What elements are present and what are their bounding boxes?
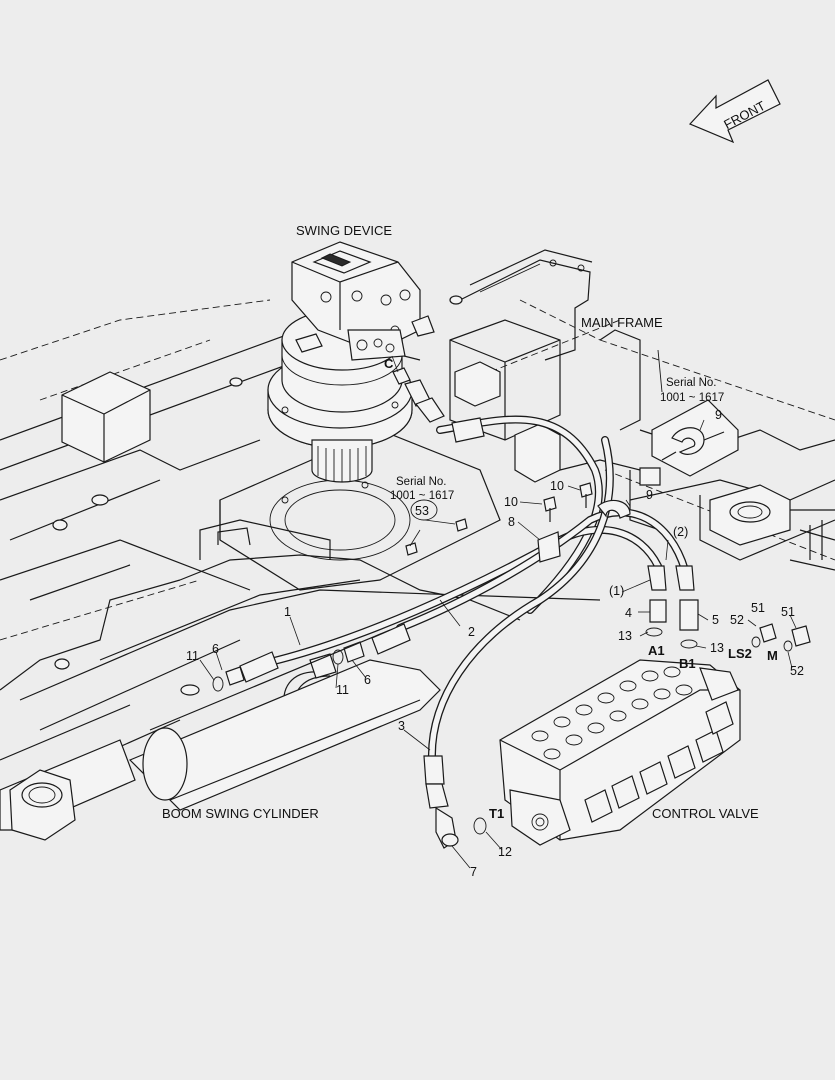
- port-label-t1: T1: [489, 806, 504, 821]
- callout-52-left: 52: [730, 613, 744, 627]
- callout-8: 8: [508, 515, 515, 529]
- callout-51-left: 51: [751, 601, 765, 615]
- serial-note-lower-line1: Serial No.: [396, 476, 447, 488]
- callout-11-left: 11: [186, 649, 199, 663]
- callout-53-circle: [410, 499, 438, 521]
- clamp-detail-inset: [651, 349, 739, 477]
- boom-swing-cylinder-title: BOOM SWING CYLINDER: [162, 806, 319, 821]
- callout-1: 1: [284, 605, 291, 619]
- main-frame: [0, 249, 835, 761]
- swing-device-title: SWING DEVICE: [296, 223, 392, 238]
- callout-53: 53: [415, 504, 429, 518]
- front-direction-arrow: FRONT: [688, 79, 781, 144]
- callout-10-right: 10: [550, 479, 564, 493]
- serial-note-lower-line2: 1001 ~ 1617: [390, 490, 454, 502]
- swing-device: [267, 241, 445, 483]
- boom-swing-cylinder: [0, 629, 441, 841]
- callout-6-left: 6: [212, 642, 219, 656]
- callout-10-left: 10: [504, 495, 518, 509]
- main-frame-title: MAIN FRAME: [581, 315, 663, 330]
- port-label-m: M: [767, 648, 778, 663]
- callout-9-frame: 9: [646, 488, 653, 502]
- port-label-a1: A1: [648, 643, 665, 658]
- callout-5: 5: [712, 613, 719, 627]
- callout-52-right: 52: [790, 664, 804, 678]
- callout-11-right: 11: [336, 683, 349, 697]
- leader-lines: [199, 355, 797, 869]
- callout-9-inset: 9: [715, 408, 722, 422]
- port-label-c: C: [384, 356, 394, 371]
- serial-note-upper-line2: 1001 ~ 1617: [660, 392, 724, 404]
- callout-51-right: 51: [781, 605, 795, 619]
- reference-1: (1): [609, 584, 624, 598]
- control-valve: [499, 623, 811, 846]
- callout-12: 12: [498, 845, 512, 859]
- reference-2: (2): [673, 525, 688, 539]
- callout-2: 2: [468, 625, 475, 639]
- callout-13-right: 13: [710, 641, 724, 655]
- callout-13-left: 13: [618, 629, 632, 643]
- control-valve-title: CONTROL VALVE: [652, 806, 759, 821]
- part-callouts: 1 2 3 4 5 6 6 7 8 9 9 10 10 11 11 12 13 …: [186, 408, 804, 879]
- port-label-b1: B1: [679, 656, 696, 671]
- callout-3: 3: [398, 719, 405, 733]
- callout-6-right: 6: [364, 673, 371, 687]
- hoses: [212, 415, 699, 849]
- port-label-ls2: LS2: [728, 646, 752, 661]
- callout-7: 7: [470, 865, 477, 879]
- serial-note-upper-line1: Serial No.: [666, 377, 717, 389]
- callout-4: 4: [625, 606, 632, 620]
